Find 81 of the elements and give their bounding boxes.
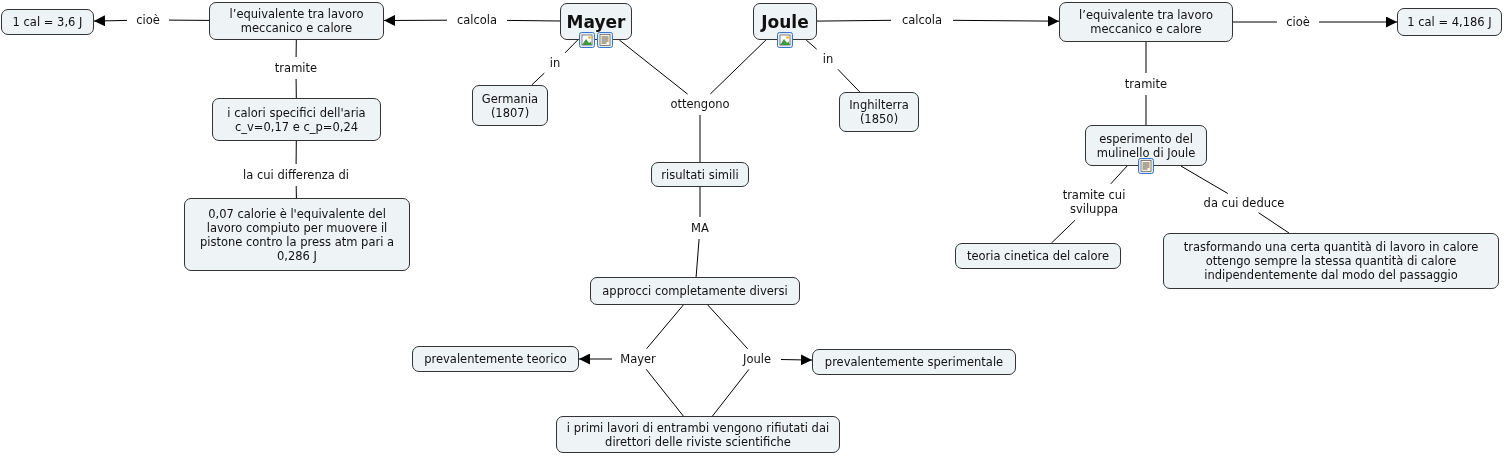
concept-text: trasformando una certa quantità di lavoro in calore ottengo sempre la stessa quantità di calore indipendentemente dal modo del passaggio (1182, 240, 1480, 282)
connector-line (699, 186, 701, 218)
connector-line (1051, 219, 1076, 244)
connector-line (506, 19, 561, 22)
connector-line (1180, 165, 1229, 194)
concept-text: esperimento del mulinello di Joule (1095, 131, 1197, 160)
concept-text: teoria cinetica del calore (966, 249, 1110, 263)
concept-text: prevalentemente teorico (424, 352, 567, 366)
concept-text: risultati simili (661, 167, 739, 182)
concept-box (1, 9, 94, 35)
arrow (93, 15, 128, 27)
linking-phrase: calcola (450, 12, 504, 28)
connector-line (1110, 165, 1128, 185)
concept-text: Mayer (566, 11, 626, 32)
arrow (780, 354, 813, 366)
connector-line (695, 238, 700, 278)
connector-line (1232, 21, 1278, 23)
connector-line (1258, 212, 1290, 234)
linking-phrase: in (819, 51, 837, 67)
connector-line (645, 368, 684, 417)
concept-box (1397, 8, 1502, 36)
connector-line (531, 72, 545, 86)
linking-phrase: cioè (1280, 14, 1316, 30)
concept-box (556, 416, 840, 453)
concept-text: approcci completamente diversi (602, 284, 788, 298)
connector-line (707, 304, 749, 350)
concept-box (812, 349, 1016, 375)
linking-phrase: ottengono (664, 96, 736, 112)
concept-text: Joule (761, 11, 809, 32)
concept-box (1059, 2, 1233, 42)
linking-phrase: tramite (1118, 76, 1174, 92)
linking-phrase: calcola (894, 12, 950, 28)
concept-text: i calori specifici dell'aria c_v=0,17 e c_p=0,24 (226, 105, 367, 134)
concept-box (590, 277, 800, 305)
linking-phrase: tramite cui sviluppa (1050, 186, 1138, 218)
linking-phrase: la cui differenza di (234, 167, 358, 183)
concept-box (184, 198, 410, 271)
concept-text: prevalentemente sperimentale (824, 355, 1004, 369)
connector-line (295, 185, 297, 199)
concept-box (955, 243, 1121, 269)
arrow (1318, 16, 1398, 28)
linking-phrase: Joule (736, 351, 778, 367)
arrow (952, 15, 1060, 27)
arrow (578, 353, 613, 365)
connector-line (712, 368, 750, 417)
connector-line (1145, 94, 1147, 126)
linking-phrase: MA (686, 220, 714, 236)
concept-box (839, 92, 919, 132)
concept-text: l’equivalente tra lavoro meccanico e calore (1078, 8, 1214, 36)
connector-line (1145, 41, 1147, 74)
connector-line (699, 114, 701, 163)
linking-phrase: cioè (130, 12, 166, 28)
concept-box (212, 98, 381, 141)
connector-line (618, 39, 689, 95)
arrow (383, 14, 448, 26)
concept-box (651, 162, 749, 187)
connector-line (295, 39, 297, 58)
connector-line (295, 78, 297, 99)
connector-line (295, 140, 297, 165)
connector-line (816, 19, 892, 22)
concept-text: i primi lavori di entrambi vengono rifiutati dai direttori delle riviste scientifiche (565, 420, 831, 449)
concept-box (209, 2, 384, 40)
concept-text: l’equivalente tra lavoro meccanico e calore (228, 7, 365, 35)
connector-line (646, 304, 684, 350)
concept-text: Inghilterra (1850) (848, 98, 910, 126)
concept-text: Germania (1807) (480, 91, 540, 120)
concept-box (1163, 233, 1499, 289)
linking-phrase: Mayer (615, 351, 661, 367)
concept-box (412, 346, 579, 372)
linking-phrase: in (546, 55, 564, 71)
linking-phrase: da cui deduce (1197, 195, 1291, 211)
concept-text: 1 cal = 3,6 J (12, 15, 83, 29)
connector-line (805, 39, 818, 50)
connector-line (564, 39, 579, 54)
concept-text: 1 cal = 4,186 J (1407, 15, 1492, 29)
concept-text: 0,07 calorie è l'equivalente del lavoro compiuto per muovere il pistone contro la press atm pari a 0,286 J (198, 206, 396, 263)
connector-line (709, 39, 767, 95)
connector-line (837, 68, 861, 93)
connector-line (168, 19, 210, 21)
concept-box (472, 85, 548, 126)
linking-phrase: tramite (268, 60, 324, 76)
